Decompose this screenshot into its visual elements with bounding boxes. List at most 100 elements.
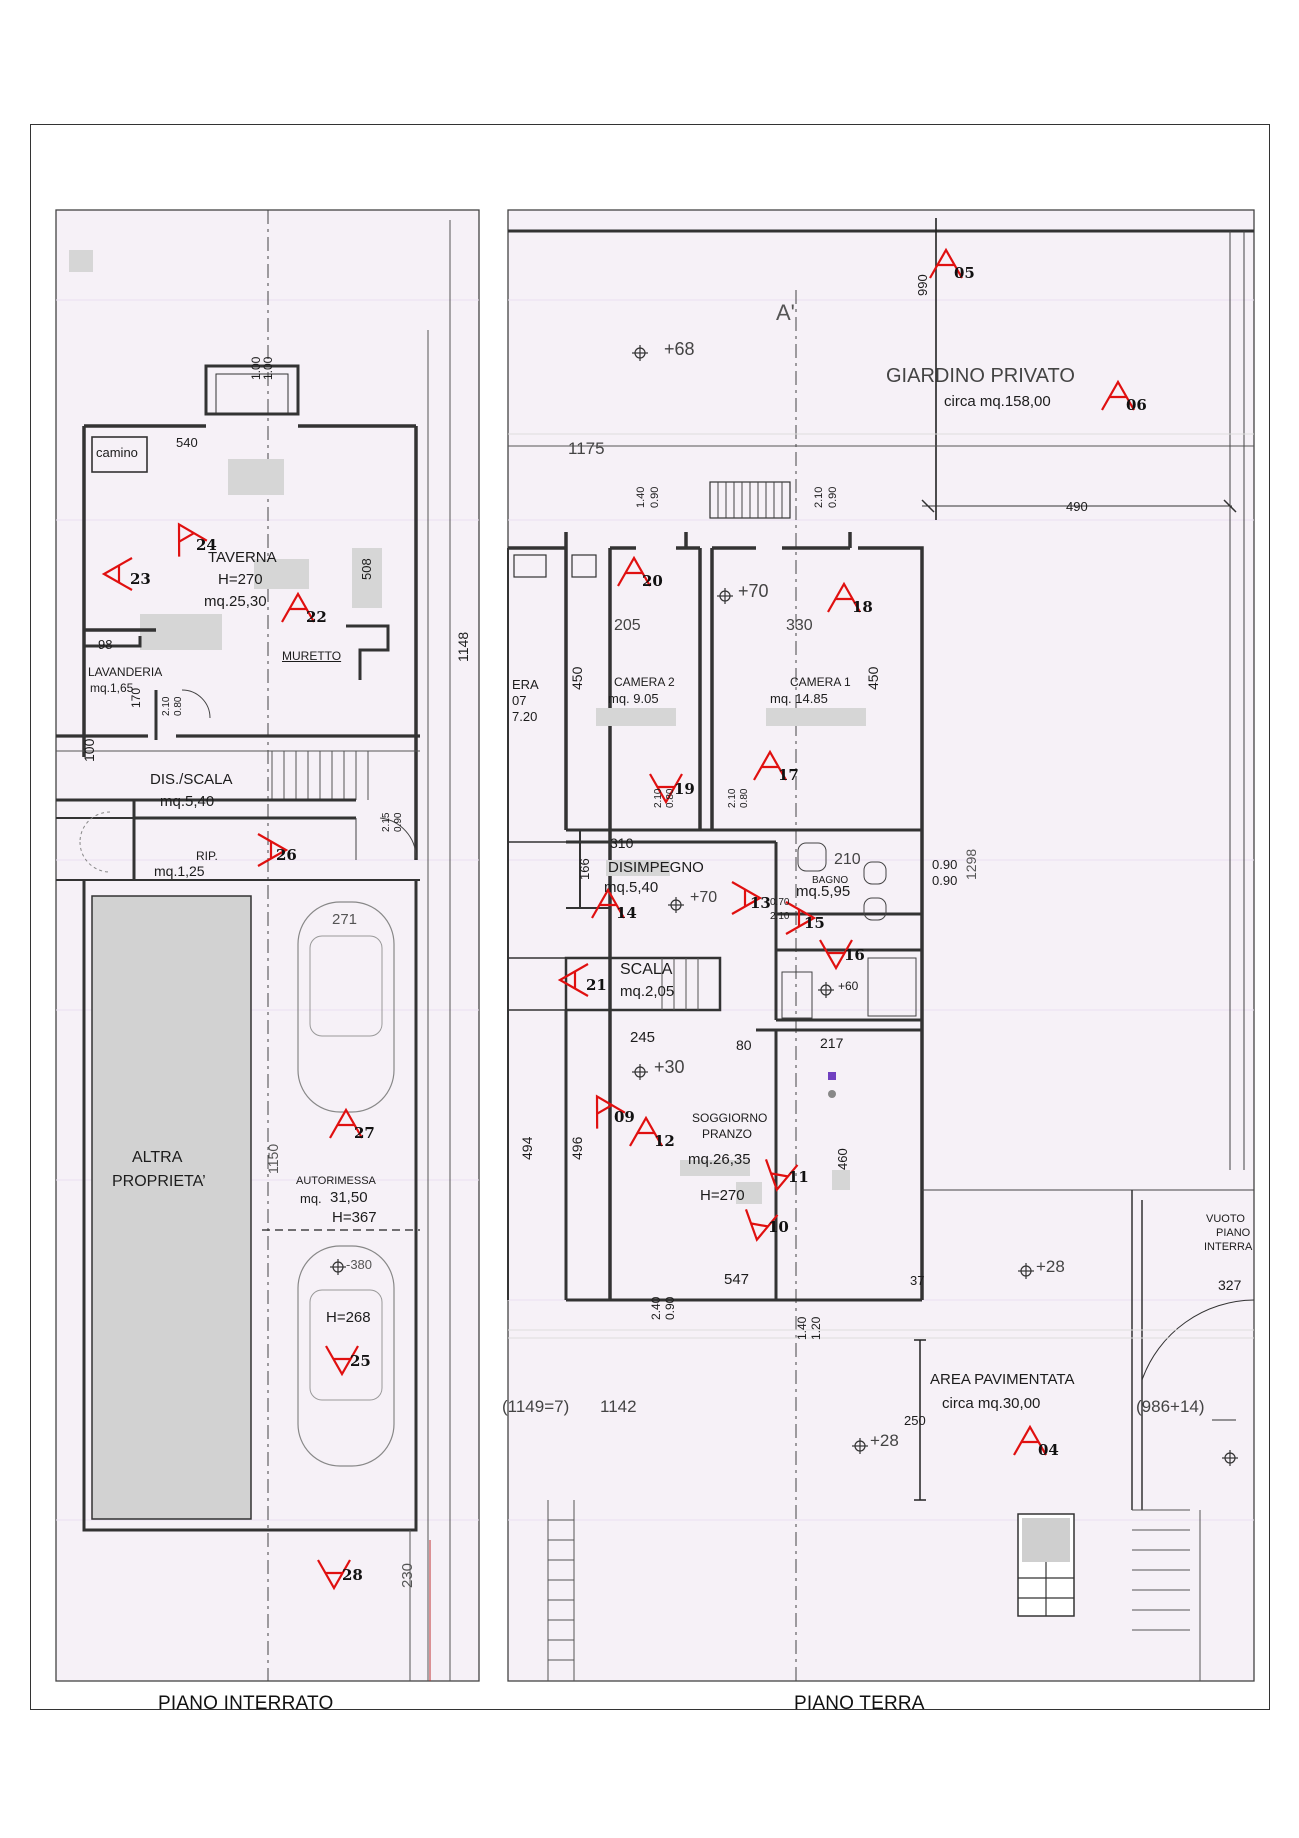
dim-98: 98 (98, 637, 113, 652)
level-markers (330, 345, 1238, 1466)
giardino-area: circa mq.158,00 (944, 393, 1051, 410)
taverna-name: TAVERNA (208, 549, 277, 566)
dim-990: 990 (915, 274, 930, 296)
viewpoint-number-14: 14 (616, 904, 637, 922)
muretto-label: MURETTO (282, 649, 342, 663)
level-plus-60: +60 (838, 979, 859, 993)
bagno-door-1: 0.90 (932, 857, 958, 872)
vuoto-line3: INTERRA (1204, 1241, 1253, 1253)
door-b2: 2.10 (813, 486, 825, 508)
drawing-sheet (30, 124, 1270, 1710)
dim-496: 496 (569, 1136, 585, 1160)
door-e1: 0.90 (663, 1296, 677, 1320)
viewpoint-marker-18 (827, 581, 861, 613)
dim-170: 170 (129, 687, 143, 708)
disimpegno-area: mq.5,40 (604, 879, 659, 896)
panel-frame-right (507, 209, 1255, 1682)
door-d2: 2.10 (727, 788, 738, 808)
area-pavimentata-name: AREA PAVIMENTATA (930, 1371, 1075, 1388)
dim-80: 80 (736, 1037, 752, 1053)
viewpoint-number-21: 21 (586, 976, 607, 994)
viewpoint-marker-19 (649, 773, 683, 805)
dim-37: 37 (910, 1273, 925, 1288)
panel-piano-terra (507, 209, 1255, 1682)
door-lav-a: 0.80 (173, 696, 184, 716)
autorimessa-name: AUTORIMESSA (296, 1175, 376, 1187)
dim-450-a: 450 (569, 666, 585, 690)
level-plus-70-b: +70 (690, 889, 718, 906)
camera1-name: CAMERA 1 (790, 675, 851, 689)
level-plus-28-a: +28 (1036, 1257, 1065, 1276)
dim-1298: 1298 (963, 848, 979, 880)
viewpoint-number-16: 16 (844, 946, 865, 964)
soggiorno-area: mq.26,35 (688, 1151, 751, 1168)
dim-1148: 1148 (455, 631, 471, 662)
viewpoint-marker-12 (629, 1115, 663, 1147)
viewpoint-number-09: 09 (614, 1108, 635, 1126)
lavanderia-name: LAVANDERIA (88, 665, 163, 679)
viewpoint-number-28: 28 (342, 1566, 363, 1584)
viewpoint-marker-16 (819, 939, 853, 971)
title-piano-interrato: PIANO INTERRATO (158, 1693, 334, 1714)
viewpoint-markers: 0405060910111213141516171819202122232425… (101, 247, 1147, 1591)
door-b1: 0.90 (827, 486, 839, 508)
dim-1150: 1150 (265, 1143, 281, 1174)
door-c2: 2.10 (653, 788, 664, 808)
level-plus-28-b: +28 (870, 1431, 899, 1450)
viewpoint-marker-20 (617, 555, 651, 587)
dim-490: 490 (1066, 499, 1088, 514)
level-plus-68: +68 (664, 339, 695, 359)
altra-proprieta-block (91, 895, 252, 1520)
giardino-name: GIARDINO PRIVATO (886, 365, 1075, 387)
bagno-window-1: 0.70 (770, 897, 790, 908)
vuoto-line2: PIANO (1216, 1227, 1251, 1239)
altra-line2: PROPRIETA’ (112, 1173, 206, 1190)
door-d1: 0.80 (739, 788, 750, 808)
dim-271: 271 (332, 911, 358, 928)
dim-450-b: 450 (865, 666, 881, 690)
dim-100: 100 (81, 738, 97, 762)
door-dis-b: 2.15 (381, 812, 392, 832)
camera2-area: mq. 9.05 (608, 691, 659, 706)
viewpoint-number-18: 18 (852, 598, 873, 616)
viewpoint-number-11: 11 (788, 1168, 809, 1186)
viewpoint-marker-25 (325, 1345, 359, 1377)
altra-line1: ALTRA (132, 1149, 183, 1166)
scala-area: mq.2,05 (620, 983, 675, 1000)
soggiorno-line2: PRANZO (702, 1127, 753, 1141)
dim-330: 330 (786, 617, 813, 634)
soggiorno-line1: SOGGIORNO (692, 1111, 768, 1125)
bagno-area: mq.5,95 (796, 883, 851, 900)
viewpoint-marker-09 (595, 1094, 626, 1129)
height-268: H=268 (326, 1309, 371, 1326)
section-a-label: A' (776, 300, 795, 325)
viewpoint-marker-24 (177, 522, 208, 557)
autorimessa-area: 31,50 (330, 1189, 368, 1206)
viewpoint-number-05: 05 (954, 264, 975, 282)
dim-210: 210 (834, 851, 861, 868)
viewpoint-number-13: 13 (750, 894, 771, 912)
viewpoint-marker-15 (785, 901, 817, 935)
vuoto-line1: VUOTO (1206, 1213, 1245, 1225)
viewpoint-marker-22 (281, 591, 315, 623)
viewpoint-marker-11 (764, 1159, 799, 1192)
dim-door-top-2: 1.00 (261, 356, 275, 380)
viewpoint-marker-27 (329, 1107, 363, 1139)
dim-205: 205 (614, 617, 641, 634)
camino-label: camino (96, 445, 138, 460)
door-lav-b: 2.10 (161, 696, 172, 716)
viewpoint-marker-13 (731, 881, 763, 915)
title-piano-terra: PIANO TERRA (794, 1693, 925, 1714)
dim-986: (986+14) (1136, 1397, 1205, 1416)
viewpoint-number-26: 26 (276, 846, 297, 864)
soggiorno-height: H=270 (700, 1187, 745, 1204)
dim-540: 540 (176, 435, 198, 450)
dim-250: 250 (904, 1413, 926, 1428)
dim-1175: 1175 (568, 439, 605, 458)
camera-cut-line3: 7.20 (512, 709, 538, 724)
level-minus-380: -380 (346, 1257, 373, 1272)
dim-310: 310 (610, 835, 634, 851)
viewpoint-number-10: 10 (768, 1218, 789, 1236)
door-c1: 0.80 (665, 788, 676, 808)
